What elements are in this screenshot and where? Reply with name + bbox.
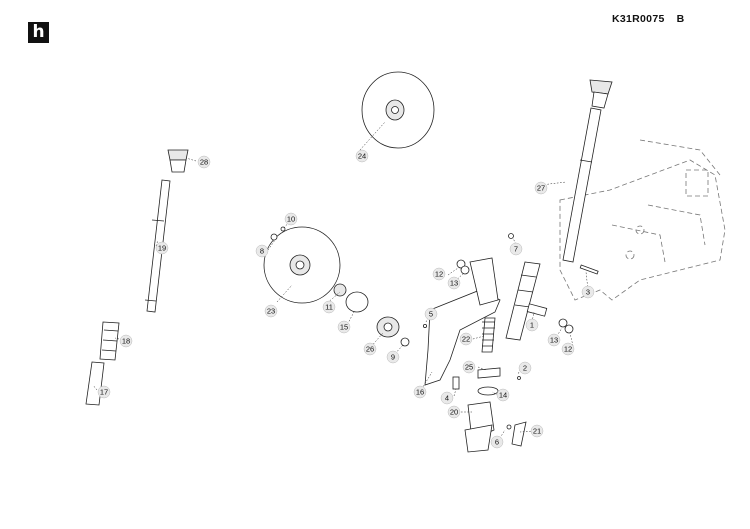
disc-23	[263, 226, 341, 304]
drawing-revision: B	[676, 13, 685, 25]
svg-text:26: 26	[366, 345, 374, 354]
leader-lines	[92, 121, 589, 442]
bearing-parts	[333, 283, 410, 347]
callout-6: 6	[490, 435, 504, 449]
callout-2: 2	[518, 361, 532, 375]
callout-26: 26	[363, 342, 377, 356]
callout-4: 4	[440, 391, 454, 405]
callout-12-top: 12	[432, 267, 446, 281]
callout-13-top: 13	[447, 276, 461, 290]
brand-logo: h	[28, 22, 49, 43]
svg-text:9: 9	[391, 353, 395, 362]
svg-text:5: 5	[429, 310, 433, 319]
svg-text:14: 14	[499, 391, 507, 400]
svg-text:10: 10	[287, 215, 295, 224]
svg-text:27: 27	[537, 184, 545, 193]
svg-text:6: 6	[495, 438, 499, 447]
svg-text:3: 3	[586, 288, 590, 297]
callout-8: 8	[255, 244, 269, 258]
callout-27: 27	[534, 181, 548, 195]
callout-7: 7	[509, 242, 523, 256]
svg-text:1: 1	[530, 321, 534, 330]
svg-text:13: 13	[450, 279, 458, 288]
svg-text:25: 25	[465, 363, 473, 372]
svg-text:16: 16	[416, 388, 424, 397]
small-hardware	[270, 226, 574, 430]
lower-parts	[452, 264, 599, 453]
svg-text:13: 13	[550, 336, 558, 345]
svg-text:23: 23	[267, 307, 275, 316]
svg-text:21: 21	[533, 427, 541, 436]
callout-28: 28	[197, 155, 211, 169]
svg-text:28: 28	[200, 158, 208, 167]
callout-12-right: 12	[561, 342, 575, 356]
callout-22: 22	[459, 332, 473, 346]
disc-24	[361, 71, 435, 149]
svg-text:8: 8	[260, 247, 264, 256]
svg-text:4: 4	[445, 394, 449, 403]
callout-23: 23	[264, 304, 278, 318]
svg-text:12: 12	[564, 345, 572, 354]
drawing-number: K31R0075	[612, 13, 665, 25]
drawing-code: K31R0075 B	[612, 13, 697, 25]
main-bracket	[424, 257, 501, 386]
callout-9: 9	[386, 350, 400, 364]
callout-16: 16	[413, 385, 427, 399]
svg-text:2: 2	[523, 364, 527, 373]
svg-text:19: 19	[158, 244, 166, 253]
svg-text:22: 22	[462, 335, 470, 344]
callout-5: 5	[424, 307, 438, 321]
callout-13-right: 13	[547, 333, 561, 347]
callout-24: 24	[355, 149, 369, 163]
callout-25: 25	[462, 360, 476, 374]
svg-text:24: 24	[358, 152, 366, 161]
left-tube-assembly	[85, 149, 189, 406]
callout-14: 14	[496, 388, 510, 402]
callout-11: 11	[322, 300, 336, 314]
callout-19: 19	[155, 241, 169, 255]
callout-10: 10	[284, 212, 298, 226]
right-tube-assembly	[505, 79, 613, 341]
svg-text:12: 12	[435, 270, 443, 279]
callout-15: 15	[337, 320, 351, 334]
mounting-frame	[559, 139, 726, 301]
svg-text:11: 11	[325, 303, 333, 312]
svg-text:17: 17	[100, 388, 108, 397]
callout-20: 20	[447, 405, 461, 419]
svg-text:18: 18	[122, 337, 130, 346]
callout-3: 3	[581, 285, 595, 299]
svg-text:7: 7	[514, 245, 518, 254]
callout-1: 1	[525, 318, 539, 332]
callout-17: 17	[97, 385, 111, 399]
svg-text:20: 20	[450, 408, 458, 417]
callout-21: 21	[530, 424, 544, 438]
callout-18: 18	[119, 334, 133, 348]
svg-text:15: 15	[340, 323, 348, 332]
